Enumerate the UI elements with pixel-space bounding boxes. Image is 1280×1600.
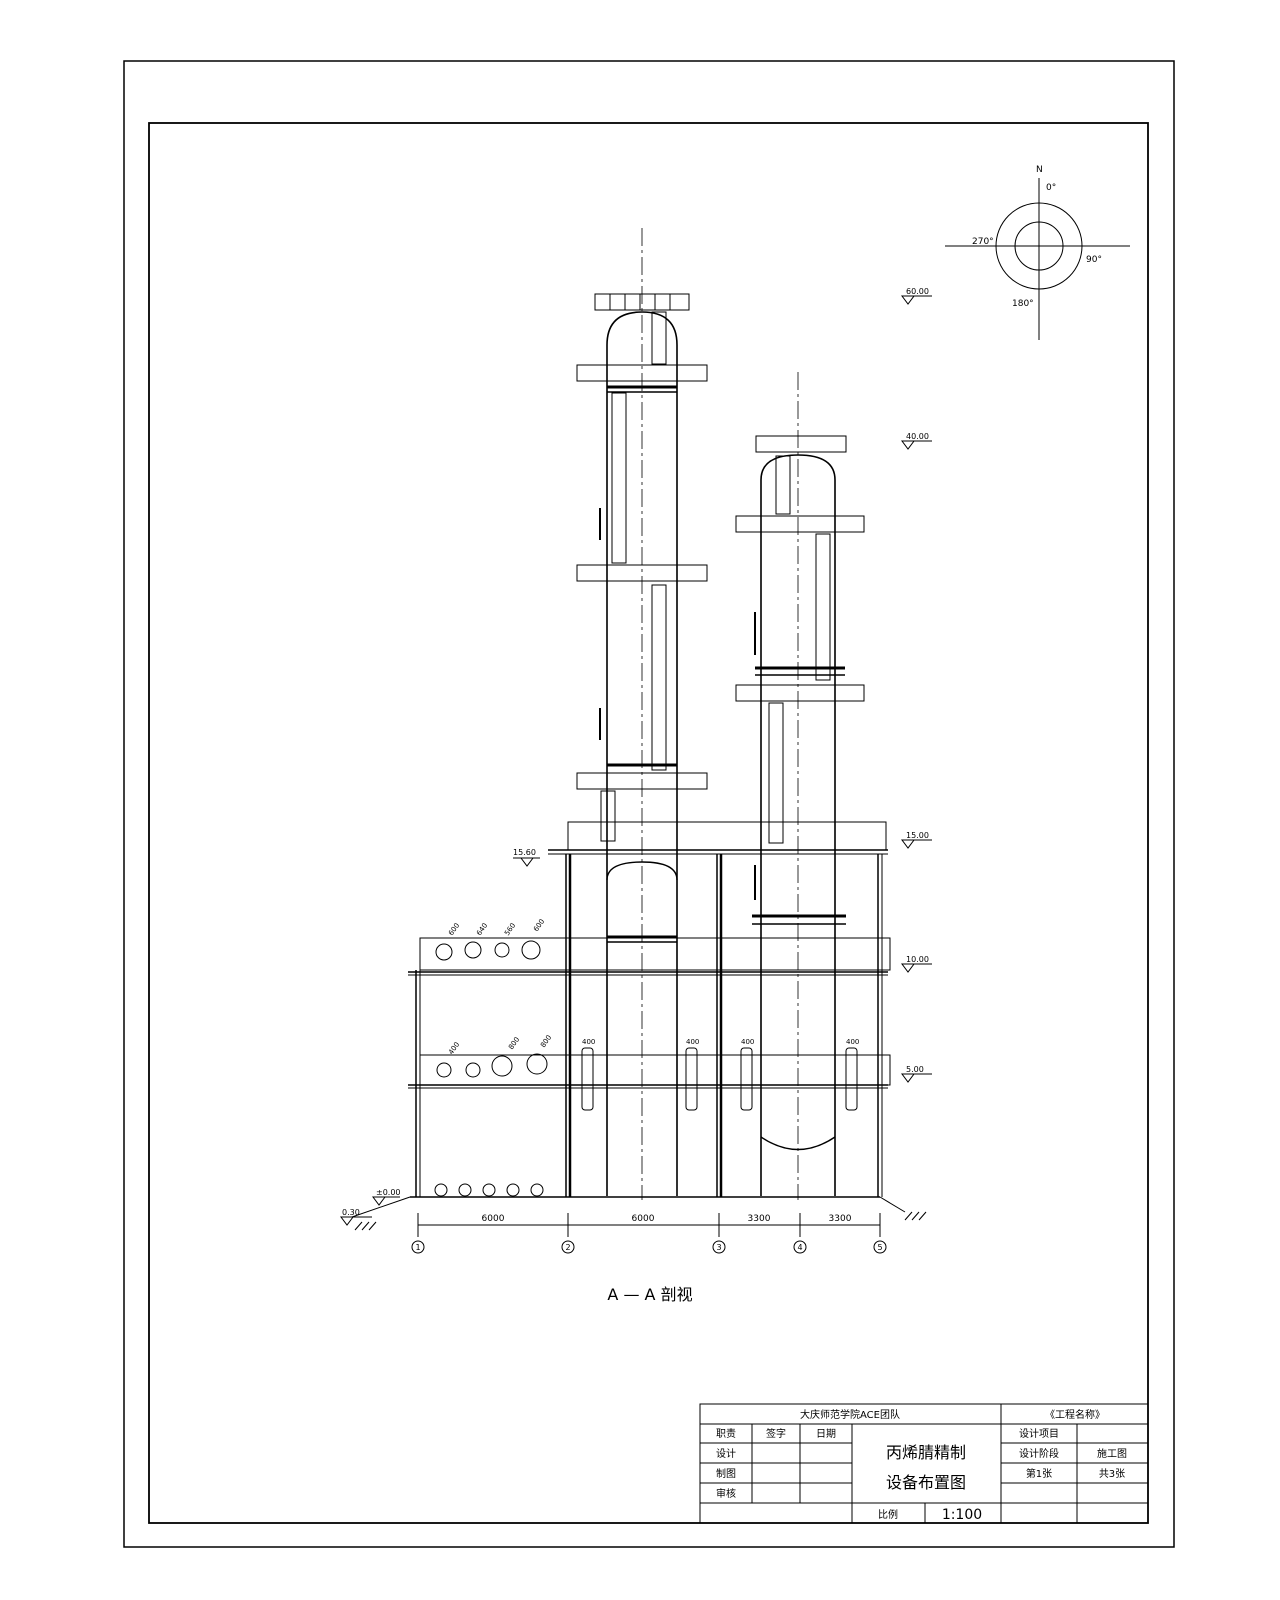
project-name: 《工程名称》 (1045, 1408, 1105, 1421)
axis-bubbles (411, 1240, 887, 1254)
vessel-upper-1: 600 (447, 922, 461, 938)
elev-15: 15.00 (906, 831, 929, 840)
north-compass (945, 178, 1130, 340)
axis-5: 5 (877, 1243, 882, 1252)
reboiler-2: 400 (686, 1038, 699, 1046)
pumps (434, 1183, 544, 1197)
axis-3: 3 (716, 1243, 721, 1252)
elev-neg: 0.30 (342, 1208, 360, 1217)
compass-labels: N 0° 90° 180° 270° (972, 165, 1102, 309)
stage-value: 施工图 (1097, 1447, 1127, 1460)
elev-40: 40.00 (906, 432, 929, 441)
header-date: 日期 (816, 1428, 836, 1440)
title-block-text: 大庆师范学院ACE团队 《工程名称》 职责 签字 日期 设计 制图 审核 丙烯腈… (716, 1408, 1127, 1523)
tower-2 (735, 372, 865, 1200)
vessel-upper-4: 600 (532, 918, 546, 934)
axis-labels: 1 2 3 4 5 (415, 1243, 882, 1252)
ground-line (351, 1196, 927, 1231)
axis-2: 2 (565, 1243, 570, 1252)
drawing-title-1: 丙烯腈精制 (886, 1443, 966, 1462)
title-block-grid (699, 1403, 1149, 1524)
vessel-lower-3: 800 (539, 1034, 553, 1050)
dimension-labels: 6000 6000 3300 3300 (482, 1214, 852, 1224)
design-item-label: 设计项目 (1019, 1427, 1059, 1440)
elev-15-6: 15.60 (513, 848, 536, 857)
sheet-number: 第1张 (1026, 1467, 1052, 1480)
dimension-line (417, 1213, 881, 1237)
tower-1 (576, 228, 708, 1200)
elev-5: 5.00 (906, 1065, 924, 1074)
reboiler-3: 400 (741, 1038, 754, 1046)
vessel-upper-3: 560 (503, 922, 517, 938)
role-design: 设计 (716, 1447, 736, 1460)
axis-4: 4 (797, 1243, 802, 1252)
vessels-upper (435, 940, 541, 961)
reboilers (581, 1047, 858, 1111)
drawing-title-2: 设备布置图 (886, 1473, 966, 1492)
dim-4-5: 3300 (829, 1214, 852, 1224)
scale-label: 比例 (878, 1508, 898, 1521)
vessel-lower-1: 400 (447, 1041, 461, 1057)
reboiler-4: 400 (846, 1038, 859, 1046)
structure-frame (408, 821, 891, 1197)
compass-180: 180° (1012, 299, 1034, 309)
inner-frame (148, 122, 1149, 1524)
total-sheets: 共3张 (1099, 1468, 1125, 1480)
elev-10: 10.00 (906, 955, 929, 964)
dim-3-4: 3300 (748, 1214, 771, 1224)
compass-90: 90° (1086, 255, 1102, 265)
vessel-lower-2: 800 (507, 1036, 521, 1052)
dim-2-3: 6000 (632, 1214, 655, 1224)
role-review: 审核 (716, 1487, 736, 1500)
outer-frame (123, 60, 1175, 1548)
elev-60: 60.00 (906, 287, 929, 296)
elevation-labels: 60.00 40.00 15.00 15.60 10.00 5.00 ±0.00… (342, 287, 929, 1217)
section-title: A — A 剖视 (607, 1285, 692, 1304)
vessels-lower (436, 1053, 548, 1078)
org-name: 大庆师范学院ACE团队 (800, 1408, 900, 1421)
axis-1: 1 (415, 1243, 420, 1252)
compass-270: 270° (972, 237, 994, 247)
reboiler-labels: 400 400 400 400 (582, 1038, 859, 1046)
elevation-markers (340, 295, 932, 1226)
vessel-upper-2: 640 (475, 922, 489, 938)
header-role: 职责 (716, 1427, 736, 1440)
scale-value: 1:100 (942, 1507, 982, 1523)
design-stage-label: 设计阶段 (1019, 1447, 1059, 1460)
dim-1-2: 6000 (482, 1214, 505, 1224)
role-draw: 制图 (716, 1467, 736, 1480)
reboiler-1: 400 (582, 1038, 595, 1046)
header-sign: 签字 (766, 1427, 786, 1440)
elev-0: ±0.00 (376, 1188, 401, 1197)
compass-0: 0° (1046, 183, 1056, 193)
compass-north: N (1036, 165, 1043, 175)
